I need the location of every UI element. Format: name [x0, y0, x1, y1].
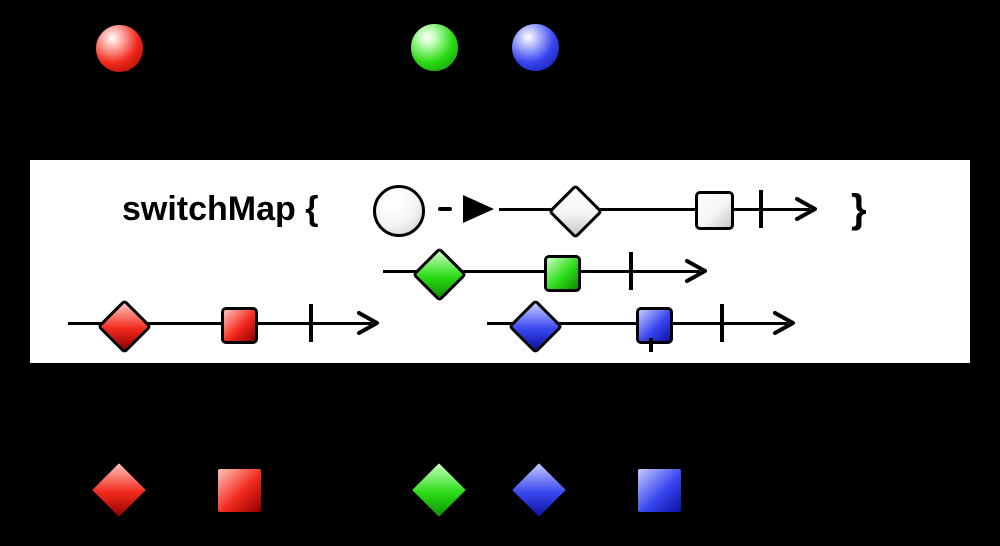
source-marble-circle-red — [92, 21, 146, 75]
closing-brace-label: } — [851, 187, 867, 231]
output-red-square — [214, 465, 264, 515]
inner-blue-complete-tick — [720, 304, 724, 342]
output-blue-square — [634, 465, 684, 515]
output-blue-diamond — [507, 458, 571, 522]
output-red-diamond — [87, 458, 151, 522]
template-dash — [438, 207, 452, 211]
inner-red-complete-tick — [309, 304, 313, 342]
template-stream-line — [499, 207, 810, 211]
output-green-diamond — [407, 458, 471, 522]
inner-stream-green-arrow-icon — [685, 259, 707, 283]
inner-blue-stub — [649, 338, 653, 352]
inner-red-square — [220, 306, 258, 344]
inner-stream-red-line — [68, 321, 372, 325]
operator-label: switchMap { — [122, 190, 319, 228]
inner-green-complete-tick — [629, 252, 633, 290]
operator-panel — [30, 160, 970, 363]
inner-green-square — [543, 254, 581, 292]
inner-stream-green-line — [383, 269, 700, 273]
map-function-triangle-icon — [463, 195, 494, 223]
template-square-marble — [694, 190, 734, 230]
template-source-marble — [373, 185, 425, 237]
inner-stream-blue-arrow-icon — [773, 311, 795, 335]
source-marble-circle-green — [407, 20, 461, 74]
inner-stream-red-arrow-icon — [357, 311, 379, 335]
template-complete-tick — [759, 190, 763, 228]
template-stream-arrow-icon — [795, 197, 817, 221]
inner-blue-square — [635, 306, 673, 344]
source-marble-circle-blue — [508, 20, 562, 74]
